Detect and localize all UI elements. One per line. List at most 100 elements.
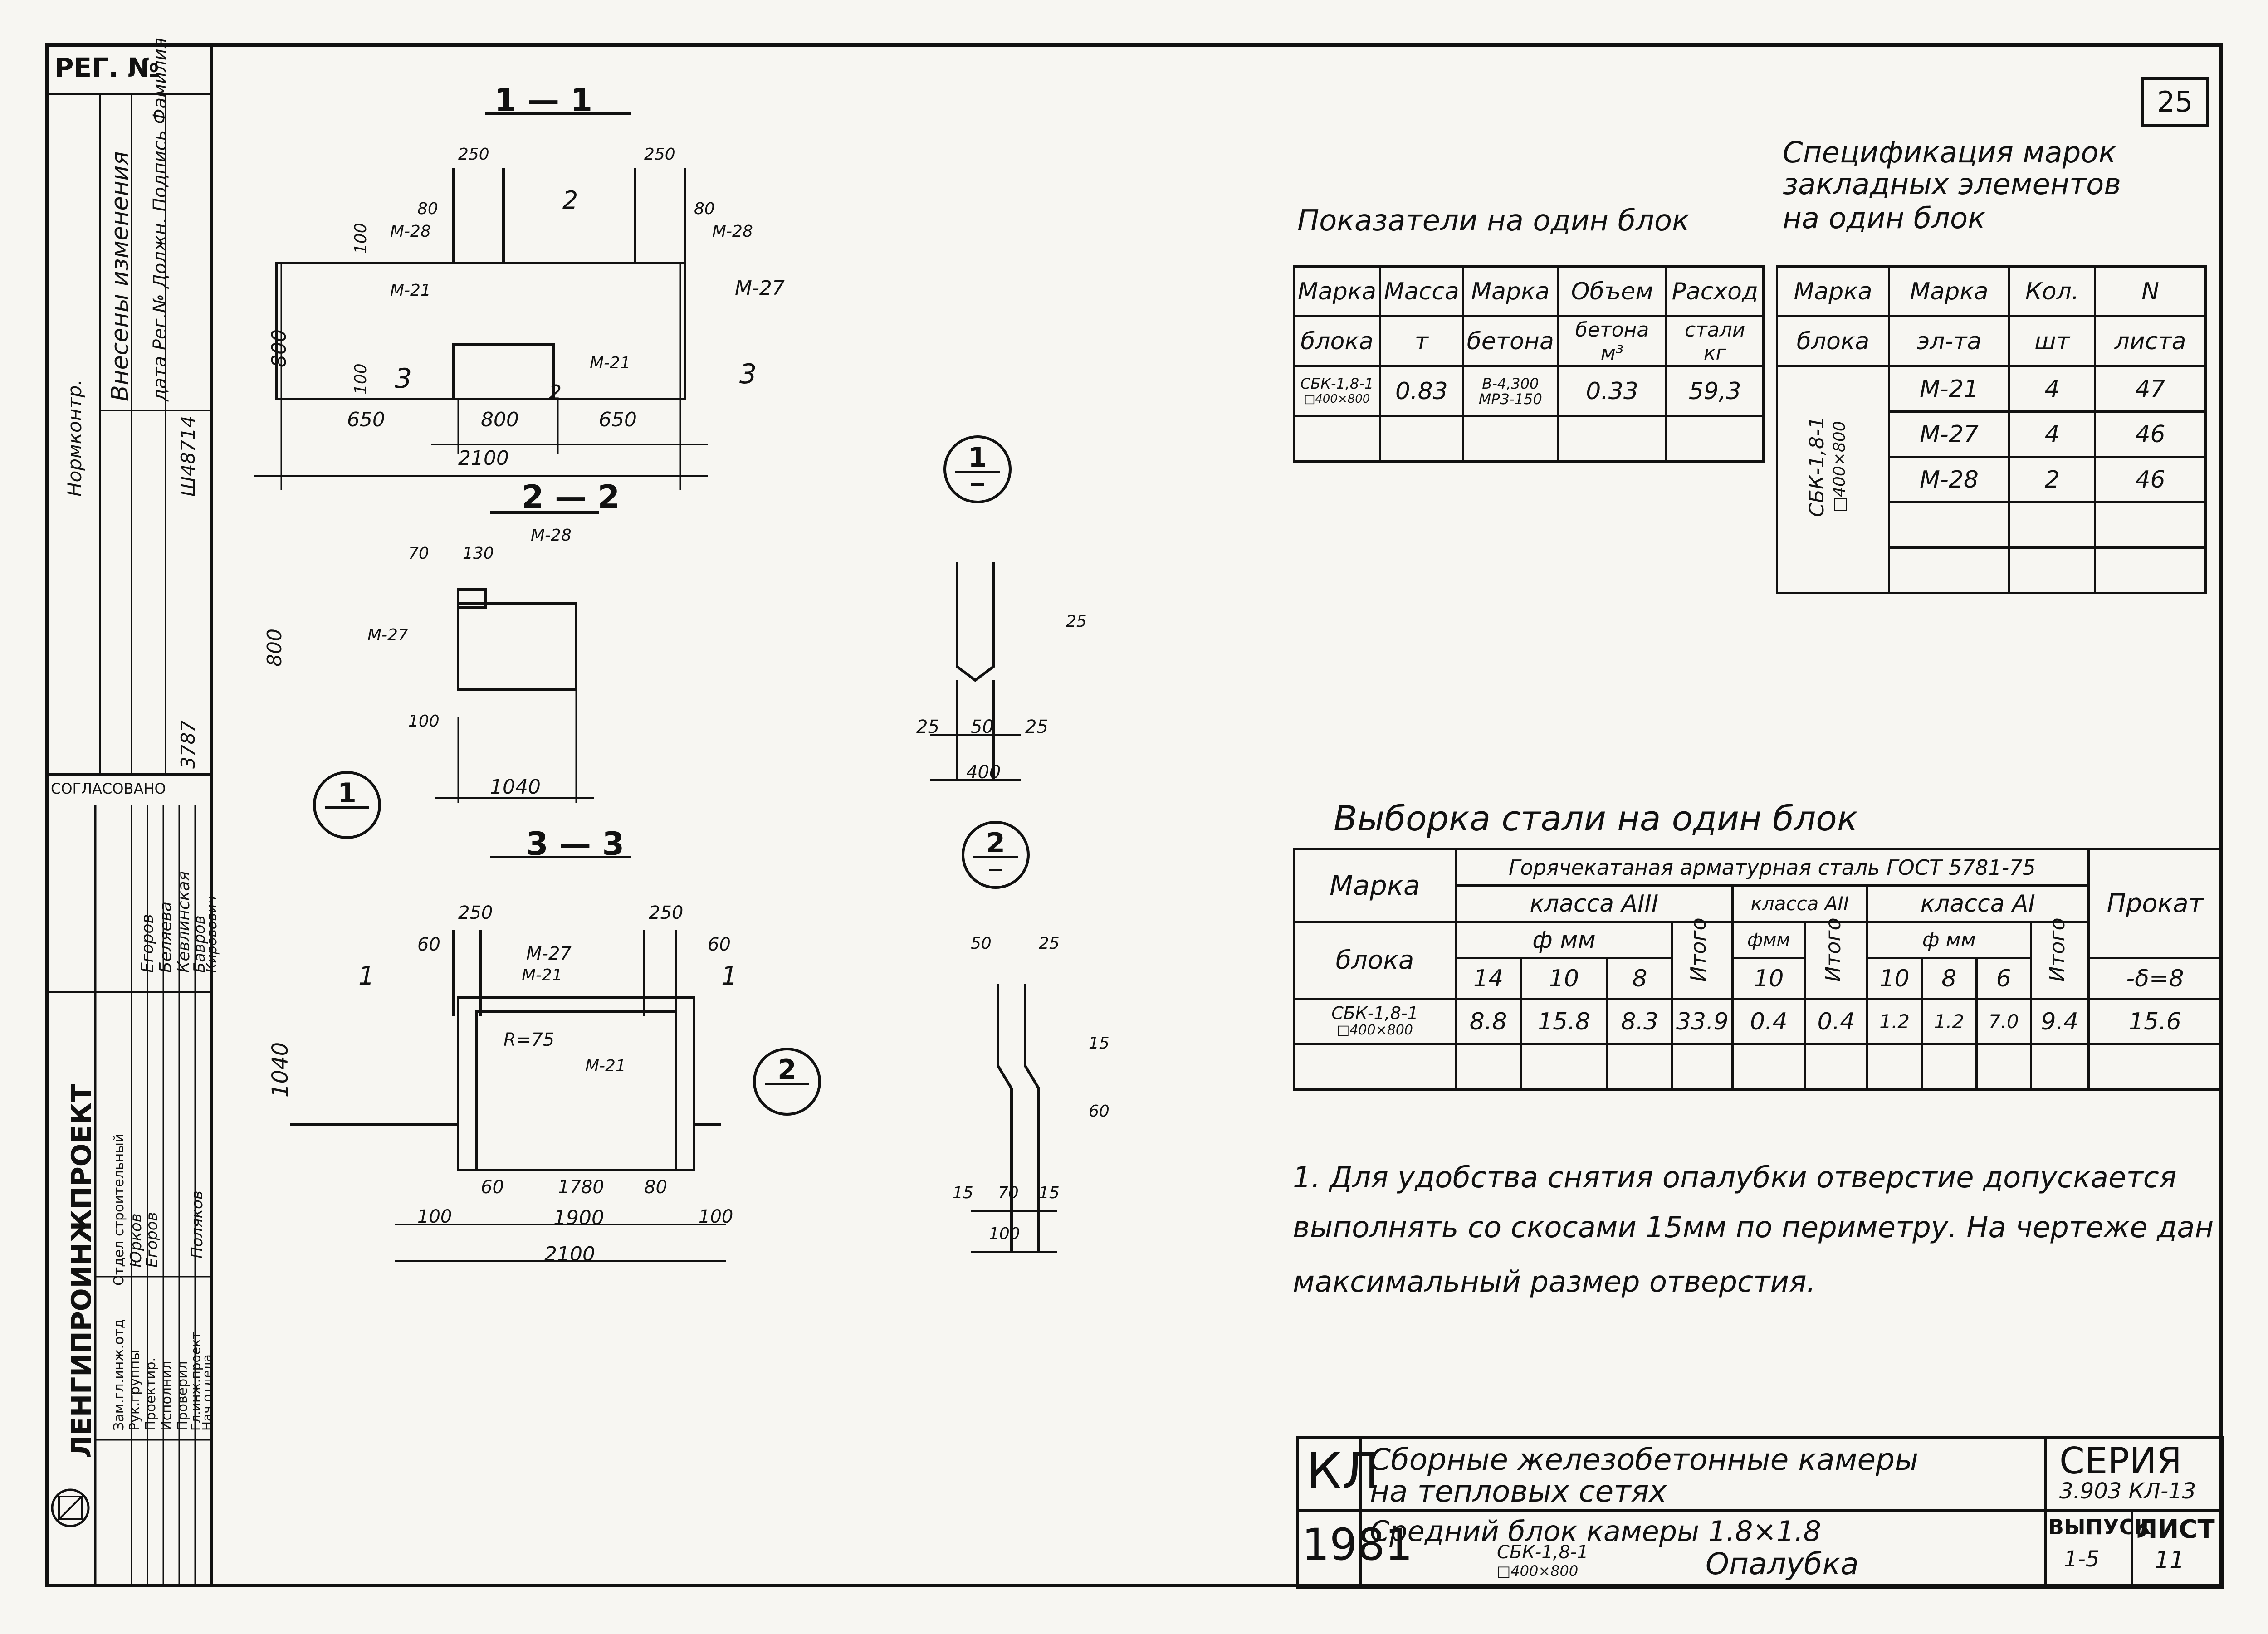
col-header: Объем bbox=[1556, 265, 1668, 317]
dim-label: 80 bbox=[417, 200, 438, 218]
col-header: листа bbox=[2094, 315, 2207, 367]
indicators-table-title: Показатели на один блок bbox=[1297, 204, 1690, 238]
col-header: Горячекатаная арматурная сталь ГОСТ 5781… bbox=[1455, 848, 2090, 887]
mark-label: М-28 bbox=[390, 222, 431, 241]
title-line-1: Сборные железобетонные камеры bbox=[1370, 1442, 1919, 1477]
dim-label: 15 bbox=[1089, 1034, 1110, 1053]
subtitle-mark: СБК-1,8-1 bbox=[1497, 1542, 1589, 1563]
col-header: стали кг bbox=[1665, 315, 1765, 367]
col-header: 8 bbox=[1606, 957, 1673, 1000]
mark-label: М-27 bbox=[526, 943, 572, 964]
indicators-table: Марка Масса Марка Объем Расход блока т б… bbox=[1292, 265, 1765, 463]
col-header: блока bbox=[1292, 315, 1382, 367]
table-cell: 4 bbox=[2008, 410, 2097, 458]
table-cell: 7.0 bbox=[1975, 998, 2032, 1045]
dim-label: 60 bbox=[708, 934, 731, 955]
detail-callout-number: 2 bbox=[777, 1054, 797, 1086]
table-cell: 0.4 bbox=[1804, 998, 1868, 1045]
dim-label: 25 bbox=[1025, 717, 1048, 737]
mark-label: М-21 bbox=[590, 354, 631, 372]
dim-label: 800 bbox=[481, 408, 519, 431]
col-header: N bbox=[2094, 265, 2207, 317]
table-cell: 15.8 bbox=[1520, 998, 1608, 1045]
dim-label: 15 bbox=[1039, 1184, 1060, 1202]
col-header: т bbox=[1379, 315, 1464, 367]
sidebar-lines bbox=[51, 93, 210, 1587]
dim-label: 2100 bbox=[458, 447, 509, 470]
total-header: Итого bbox=[2044, 917, 2069, 982]
dim-label: 1040 bbox=[490, 776, 541, 799]
block-size: □400×800 bbox=[1304, 392, 1370, 406]
col-header: Итого bbox=[1804, 917, 1868, 1000]
dim-label: 15 bbox=[953, 1184, 973, 1202]
dim-label: 650 bbox=[347, 408, 385, 431]
dim-label: 250 bbox=[649, 902, 684, 923]
dim-label: 50 bbox=[971, 717, 994, 737]
table-cell: М-21 bbox=[1887, 365, 2011, 413]
table-cell: 1.2 bbox=[1921, 998, 1978, 1045]
mark-label: М-27 bbox=[735, 277, 785, 300]
org-logo-icon bbox=[51, 1488, 90, 1527]
table-cell: М-27 bbox=[1887, 410, 2011, 458]
detail-callout-1: 1 bbox=[313, 771, 381, 839]
dim-label: 100 bbox=[989, 1224, 1020, 1243]
dim-label: 80 bbox=[644, 1177, 667, 1198]
dim-label: 800 bbox=[263, 629, 286, 667]
table-cell: СБК-1,8-1□400×800 bbox=[1293, 998, 1457, 1045]
subtitle-formwork: Опалубка bbox=[1706, 1546, 1859, 1581]
mark-label: М-21 bbox=[390, 281, 431, 300]
section-2-title: 2 — 2 bbox=[522, 478, 620, 516]
dim-label: 60 bbox=[481, 1177, 504, 1198]
dim-label: 100 bbox=[352, 223, 370, 254]
dim-label: R=75 bbox=[503, 1029, 555, 1050]
left-stamp-strip: РЕГ. № Внесены изменения дата Рег.№ Долж… bbox=[45, 38, 220, 1587]
table-cell: 0.83 bbox=[1379, 365, 1464, 417]
table-cell: 0.4 bbox=[1731, 998, 1806, 1045]
dim-label: 800 bbox=[268, 329, 291, 367]
col-header: 10 bbox=[1866, 957, 1923, 1000]
dim-label: 80 bbox=[694, 200, 715, 218]
col-header: Марка bbox=[1776, 265, 1890, 317]
cut-mark: 3 bbox=[395, 363, 412, 395]
col-header: -δ=8 bbox=[2087, 957, 2223, 1000]
dim-label: 100 bbox=[699, 1206, 733, 1227]
series-label: СЕРИЯ bbox=[2059, 1440, 2182, 1482]
col-header: 10 bbox=[1731, 957, 1806, 1000]
page-number-box: 25 bbox=[2141, 77, 2209, 127]
col-header: фмм bbox=[1731, 921, 1806, 959]
dim-label: 70 bbox=[408, 544, 429, 563]
dim-label: 250 bbox=[458, 902, 493, 923]
dim-label: 250 bbox=[644, 145, 675, 164]
mark-label: М-28 bbox=[712, 222, 753, 241]
col-header: 14 bbox=[1454, 957, 1522, 1000]
col-header: эл-та bbox=[1887, 315, 2011, 367]
dim-label: 50 bbox=[971, 934, 992, 953]
col-header: класса АI bbox=[1866, 884, 2090, 923]
title-line-2: на тепловых сетях bbox=[1370, 1474, 1667, 1509]
cut-mark: 2 bbox=[562, 186, 578, 215]
dim-label: 650 bbox=[599, 408, 637, 431]
spec-title-3: на один блок bbox=[1783, 202, 1985, 235]
block-mark: СБК-1,8-1 bbox=[1331, 1003, 1418, 1023]
mark-label: М-21 bbox=[522, 966, 562, 985]
detail-1-header: 1 bbox=[943, 435, 1012, 503]
issue-label: ВЫПУСК bbox=[2048, 1515, 2152, 1539]
subtitle-line-1: Средний блок камеры 1.8×1.8 bbox=[1370, 1515, 1821, 1548]
col-header: класса АIII bbox=[1455, 884, 1734, 923]
table-cell: 47 bbox=[2094, 365, 2207, 413]
table-cell: 33.9 bbox=[1671, 998, 1734, 1045]
col-header: бетона bbox=[1461, 315, 1559, 367]
table-cell: 4 bbox=[2008, 365, 2097, 413]
mark-label: М-27 bbox=[367, 626, 408, 644]
cut-mark: 3 bbox=[739, 358, 757, 390]
col-header: 8 bbox=[1921, 957, 1978, 1000]
dim-label: 100 bbox=[408, 712, 440, 731]
sheet-value: 11 bbox=[2155, 1546, 2185, 1574]
col-header: Расход bbox=[1665, 265, 1765, 317]
title-code: КЛ bbox=[1306, 1442, 1379, 1500]
col-header: шт bbox=[2008, 315, 2097, 367]
col-header: блока bbox=[1293, 921, 1457, 1000]
detail-number: 1 bbox=[968, 442, 987, 473]
table-cell: СБК-1,8-1□400×800 bbox=[1292, 365, 1382, 417]
drawing-frame bbox=[45, 43, 2223, 1587]
